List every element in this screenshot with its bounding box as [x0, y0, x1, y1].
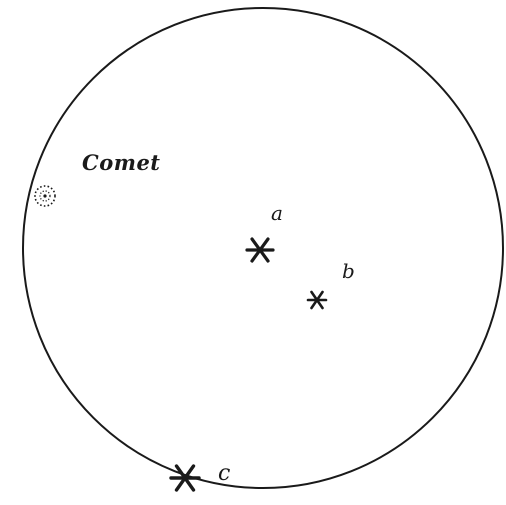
star-b-icon — [308, 292, 326, 308]
comet-icon — [35, 186, 55, 206]
comet-label: Comet — [82, 150, 161, 175]
star-a-icon — [247, 239, 273, 261]
star-c-icon — [171, 466, 199, 490]
star-c-label: c — [218, 461, 230, 486]
star-b-label: b — [342, 259, 355, 283]
star-a-label: a — [271, 201, 283, 225]
